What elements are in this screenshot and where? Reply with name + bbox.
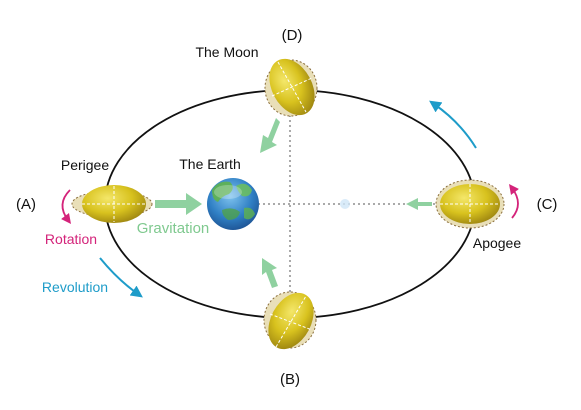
gravitation-arrow-from-perigee: [155, 193, 202, 215]
earth-globe: [207, 178, 259, 230]
label-position-d: (D): [282, 27, 303, 44]
label-moon: The Moon: [195, 44, 258, 60]
revolution-arrow-bottom-left: [99, 257, 143, 298]
label-earth: The Earth: [179, 156, 240, 172]
label-position-c: (C): [537, 196, 558, 213]
rotation-arrow-right: [509, 183, 519, 219]
label-position-a: (A): [16, 196, 36, 213]
label-rotation: Rotation: [45, 231, 97, 247]
gravitation-arrow-from-apogee: [406, 198, 432, 210]
label-apogee: Apogee: [473, 235, 521, 251]
gravitation-arrow-from-top: [260, 118, 280, 153]
moon-at-position-d: [264, 58, 318, 117]
rotation-arrow-left: [61, 189, 71, 225]
moon-at-position-b: [263, 291, 317, 350]
moon-at-apogee: [435, 179, 505, 229]
moon-at-perigee: [71, 185, 153, 223]
label-position-b: (B): [280, 371, 300, 388]
label-gravitation: Gravitation: [137, 220, 210, 237]
label-perigee: Perigee: [61, 157, 109, 173]
label-revolution: Revolution: [42, 279, 108, 295]
revolution-arrow-top-right: [429, 100, 477, 149]
empty-focus-marker: [340, 199, 350, 209]
gravitation-arrow-from-bottom: [262, 258, 278, 288]
